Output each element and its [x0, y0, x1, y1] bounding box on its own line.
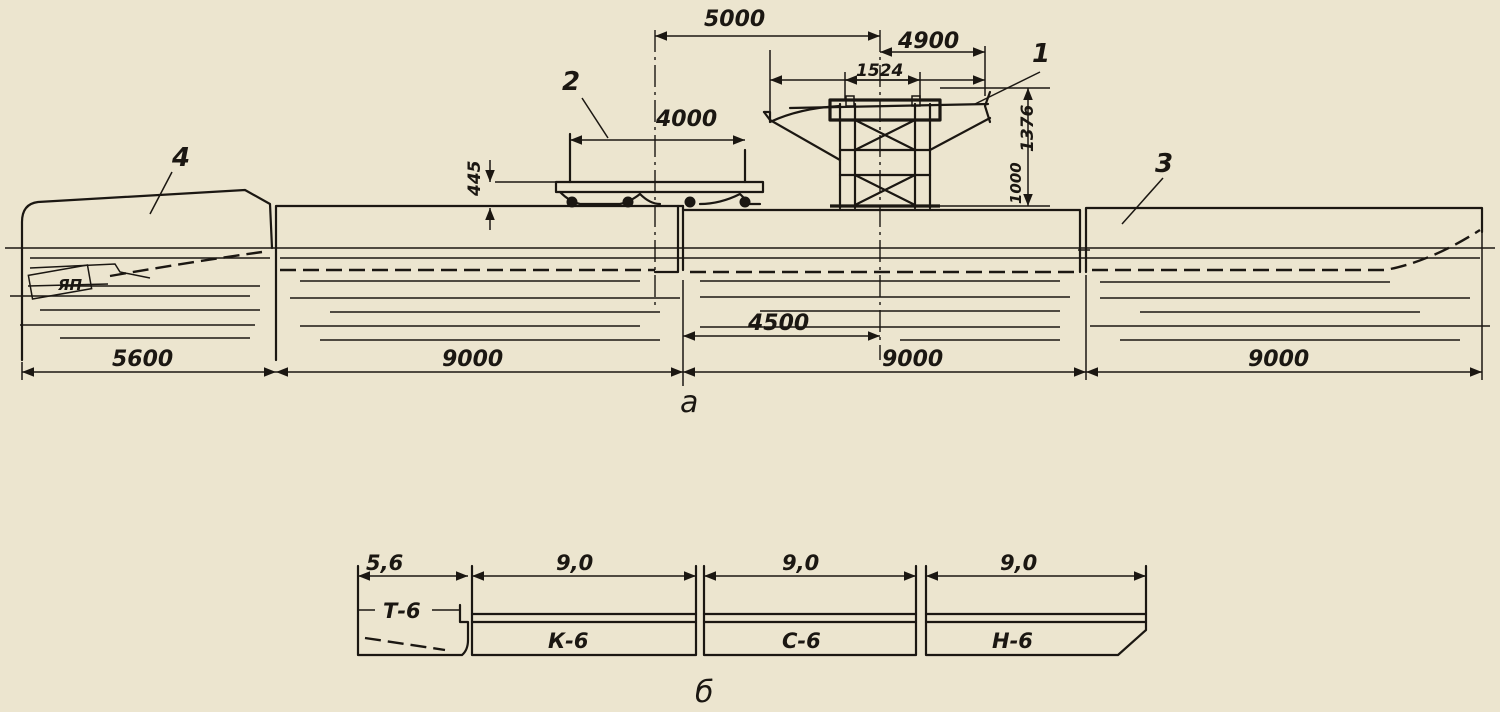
- section-c6-outline: [702, 564, 918, 657]
- dim-4500: 4500: [747, 311, 809, 336]
- label-h6: Н-6: [992, 629, 1033, 653]
- callout-3: 3: [1155, 149, 1173, 179]
- length-k6: 9,0: [556, 551, 593, 575]
- platform-cargo: [480, 132, 765, 208]
- section-k6-outline: [470, 564, 698, 657]
- view-b: 5,6 9,0 9,0 9,0 Т-6 К-6 С-6 Н-6 б: [356, 551, 1148, 710]
- dim-1376: 1376: [1018, 105, 1038, 152]
- wagon-structure: [762, 90, 992, 210]
- dim-5600: 5600: [112, 347, 173, 372]
- length-t6: 5,6: [366, 551, 403, 575]
- section-t6-outline: [356, 564, 470, 657]
- label-k6: К-6: [548, 629, 589, 653]
- dim-5000: 5000: [704, 7, 765, 32]
- dim-4900: 4900: [897, 29, 959, 54]
- caption-b: б: [695, 675, 714, 710]
- dim-1524: 1524: [856, 61, 903, 81]
- tug-section: ЯП: [20, 188, 274, 362]
- dim-9000-1: 9000: [442, 347, 503, 372]
- length-h6: 9,0: [1000, 551, 1037, 575]
- dim-9000-3: 9000: [1248, 347, 1309, 372]
- length-c6: 9,0: [782, 551, 819, 575]
- callout-2: 2: [562, 67, 580, 97]
- label-c6: С-6: [782, 629, 821, 653]
- dim-445: 445: [465, 161, 485, 198]
- dimension-lines-a: [21, 31, 1483, 386]
- dim-1000: 1000: [1007, 162, 1025, 204]
- view-a: ЯП: [5, 7, 1495, 420]
- dim-4000: 4000: [655, 107, 717, 132]
- section-h6-outline: [924, 564, 1148, 657]
- dim-9000-2: 9000: [882, 347, 943, 372]
- barge-sections: [274, 204, 1484, 362]
- callout-1: 1: [1032, 39, 1050, 69]
- label-t6: Т-6: [383, 599, 421, 623]
- callout-4: 4: [171, 143, 190, 173]
- caption-a: а: [680, 385, 698, 420]
